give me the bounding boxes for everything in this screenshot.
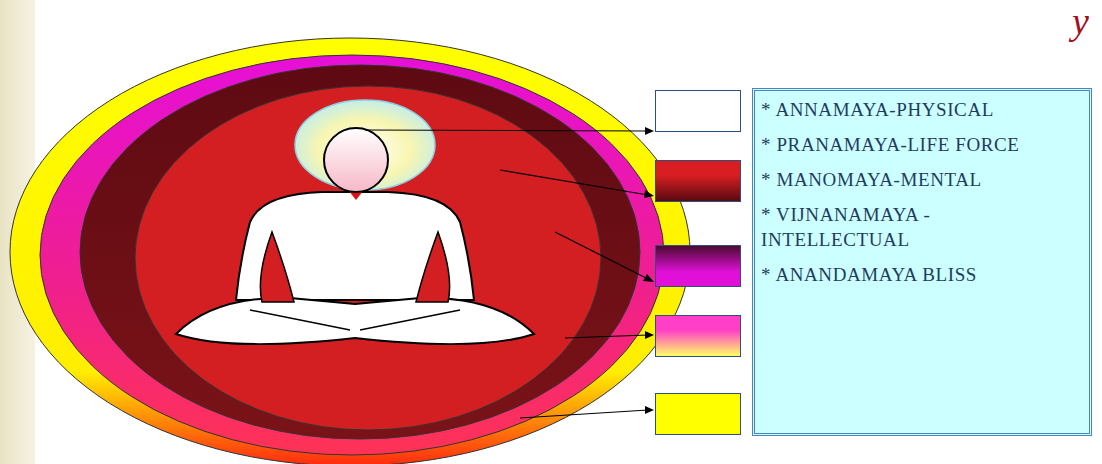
bliss-sheath xyxy=(10,38,690,464)
legend-text: * MANOMAYA-MENTAL xyxy=(761,167,1083,192)
life-force-sheath xyxy=(135,86,601,430)
legend-text: * ANNAMAYA-PHYSICAL xyxy=(761,97,1083,122)
legend-text: * VIJNANAMAYA - INTELLECTUAL xyxy=(761,202,1083,252)
legend-swatch xyxy=(655,245,741,287)
legend-text: * PRANAMAYA-LIFE FORCE xyxy=(761,132,1083,157)
legend-panel: * ANNAMAYA-PHYSICAL * PRANAMAYA-LIFE FORC… xyxy=(752,88,1092,436)
legend-text: * ANANDAMAYA BLISS xyxy=(761,262,1083,287)
title-fragment: y xyxy=(1072,2,1089,40)
legend-swatch xyxy=(655,315,741,357)
meditating-figure xyxy=(176,128,534,344)
legend-swatch xyxy=(655,160,741,202)
legend-swatch xyxy=(655,393,741,435)
mental-sheath xyxy=(80,65,640,439)
leader-arrows xyxy=(365,127,654,418)
intellect-sheath xyxy=(40,55,664,455)
legend-swatch xyxy=(655,90,741,132)
